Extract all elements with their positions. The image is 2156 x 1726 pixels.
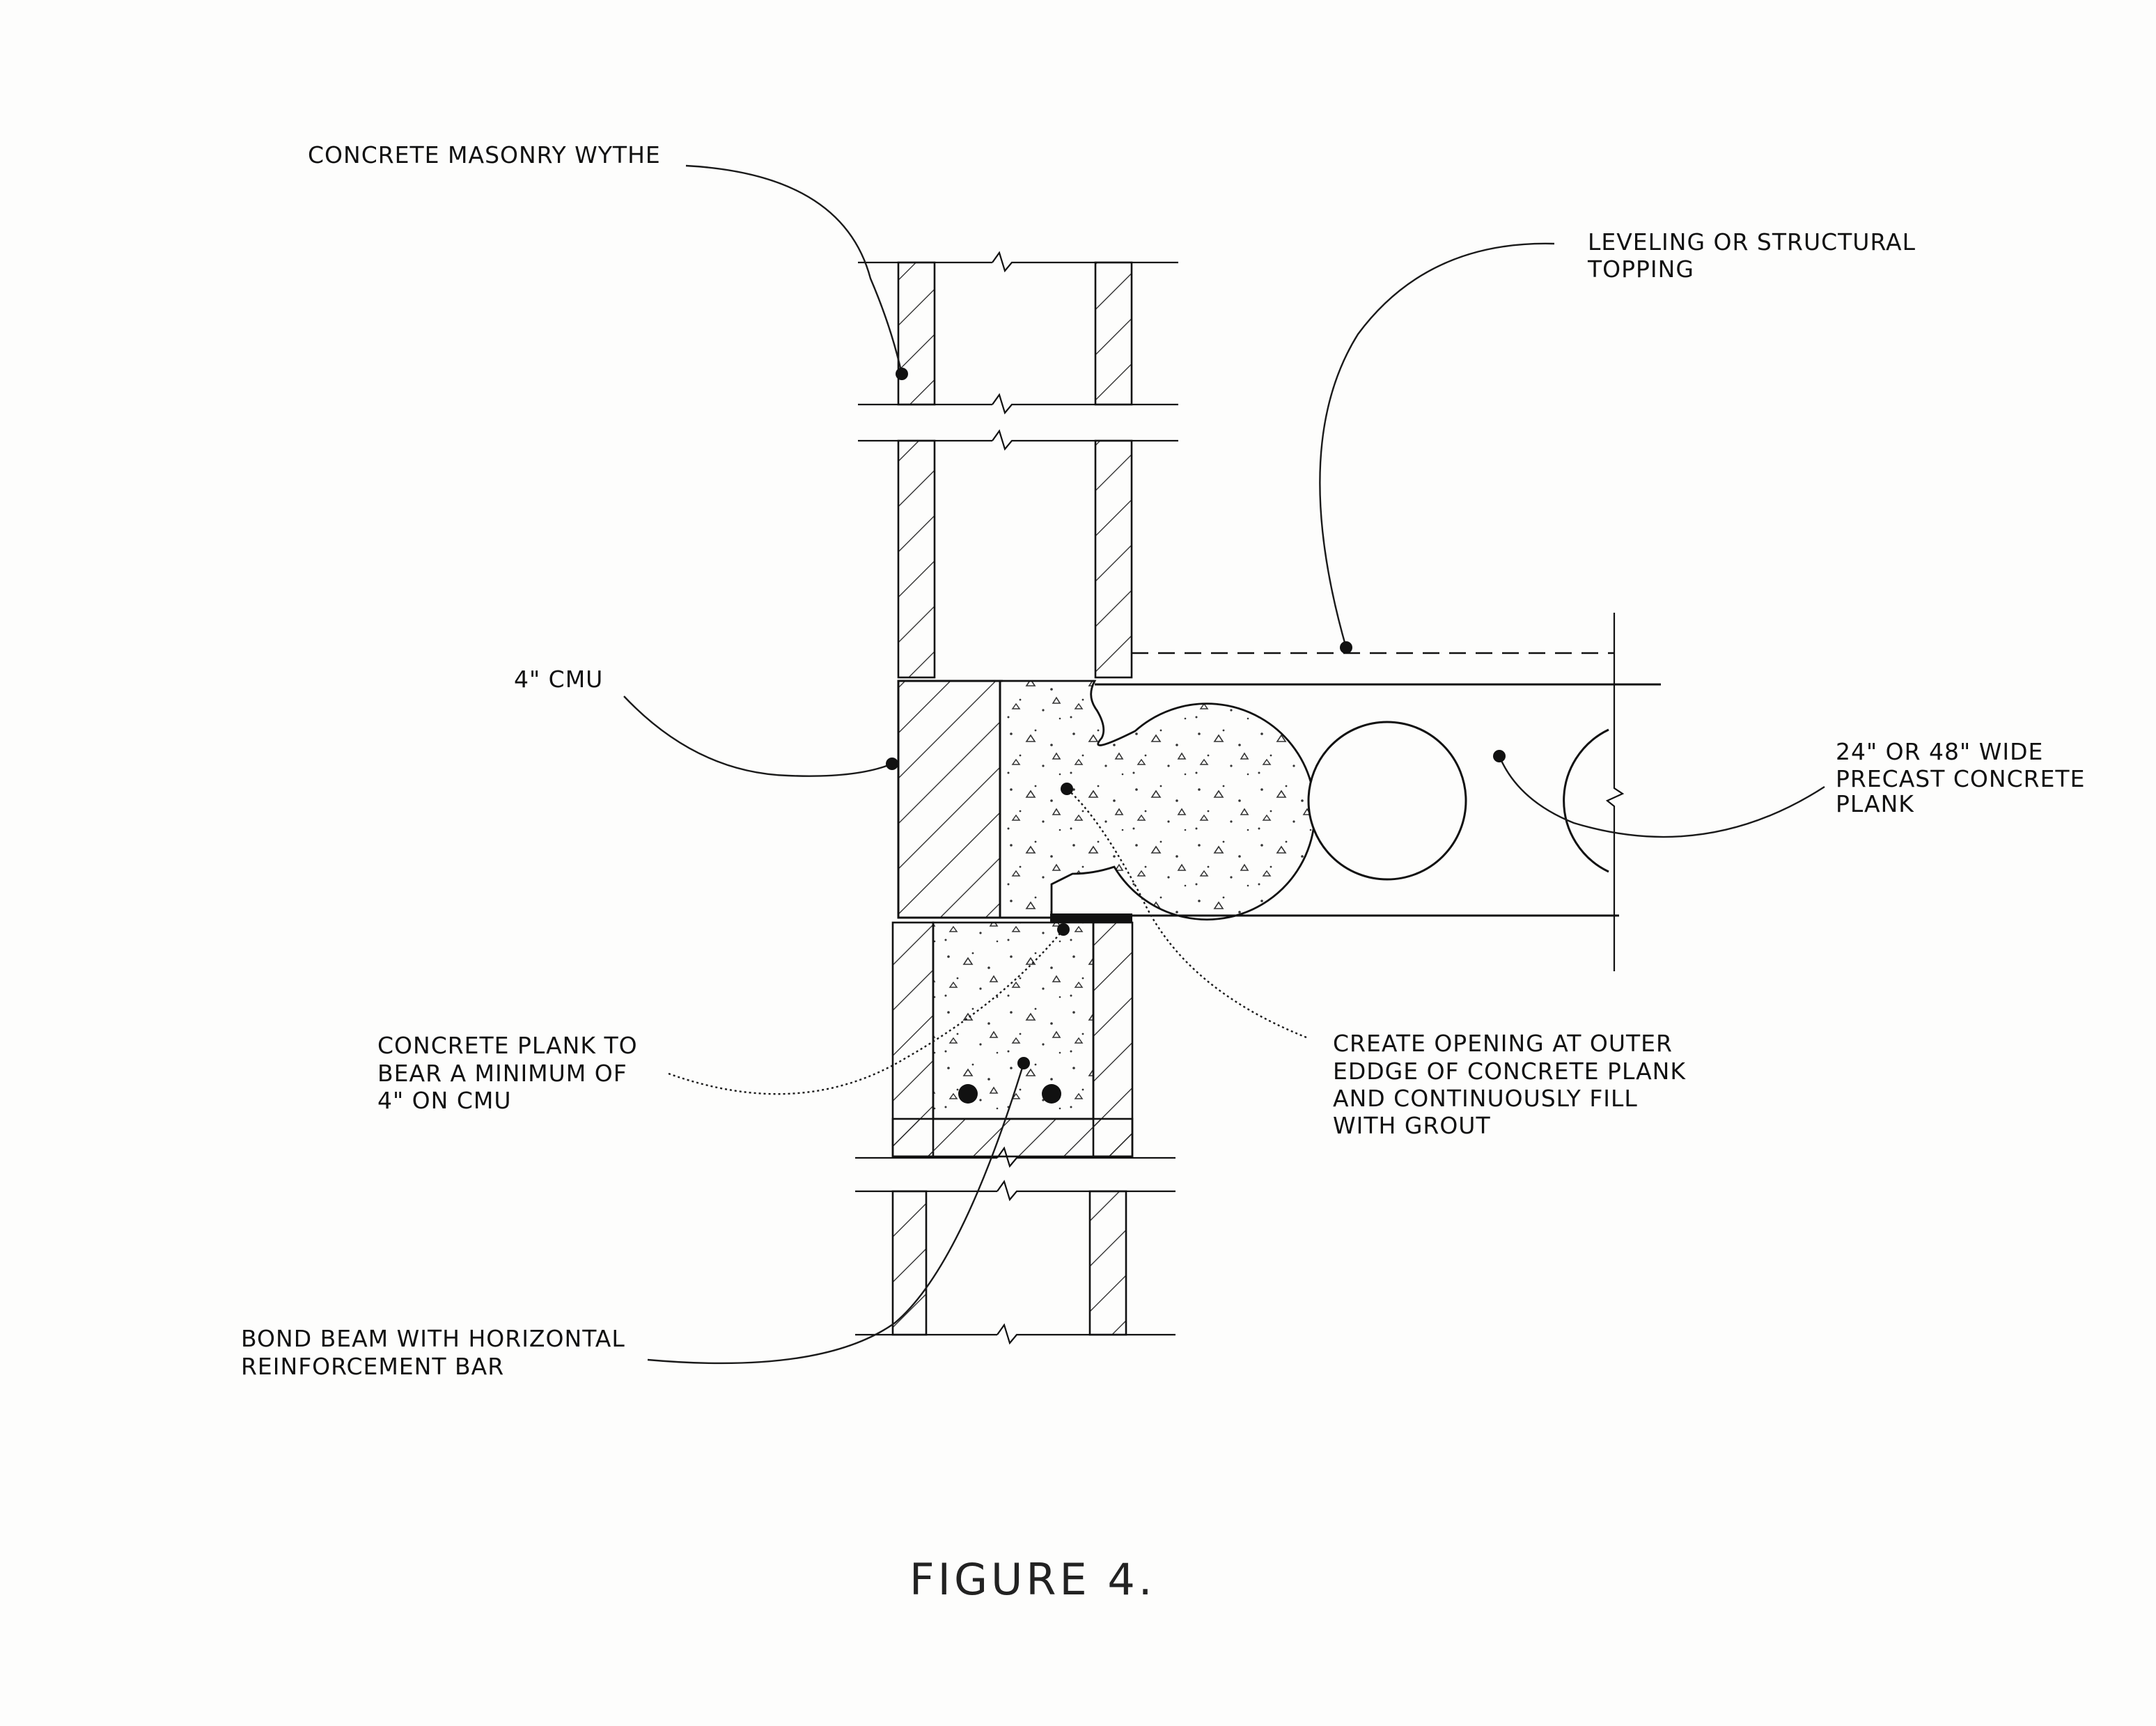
bond-beam-course [855, 921, 1175, 1202]
label-plank-line-2: PRECAST CONCRETE [1836, 765, 2085, 792]
rebar-left [958, 1084, 978, 1104]
plank-core-2 [1563, 728, 1609, 873]
label-bearing-line-2: BEAR A MINIMUM OF [377, 1060, 627, 1087]
label-opening-line-4: WITH GROUT [1333, 1112, 1491, 1139]
label-bond-beam-line-2: REINFORCEMENT BAR [241, 1353, 504, 1380]
label-plank-line-1: 24" OR 48" WIDE [1836, 738, 2043, 765]
label-bearing-line-1: CONCRETE PLANK TO [377, 1032, 638, 1059]
rebar-right [1042, 1084, 1061, 1104]
label-topping-line-1: LEVELING OR STRUCTURAL [1588, 228, 1916, 256]
label-cmu: 4" CMU [514, 666, 603, 693]
label-bearing-line-3: 4" ON CMU [377, 1087, 511, 1114]
bearing-cmu-course [897, 680, 1316, 921]
leader-lines [623, 164, 1825, 1365]
label-topping-line-2: TOPPING [1587, 256, 1694, 283]
label-plank-line-3: PLANK [1836, 790, 1914, 817]
figure-caption: FIGURE 4. [909, 1554, 1156, 1605]
label-opening-line-2: EDDGE OF CONCRETE PLANK [1333, 1058, 1686, 1085]
bearing-pad [1050, 913, 1132, 923]
label-opening-line-1: CREATE OPENING AT OUTER [1333, 1030, 1673, 1057]
label-opening-line-3: AND CONTINUOUSLY FILL [1333, 1085, 1638, 1112]
precast-hollow-core-plank [1095, 613, 1661, 971]
label-masonry-wythe: CONCRETE MASONRY WYTHE [308, 141, 661, 168]
label-bond-beam-line-1: BOND BEAM WITH HORIZONTAL [241, 1325, 625, 1352]
upper-masonry-wall [858, 251, 1178, 679]
lower-masonry-wall [855, 1190, 1175, 1345]
plank-core-1 [1307, 721, 1467, 881]
